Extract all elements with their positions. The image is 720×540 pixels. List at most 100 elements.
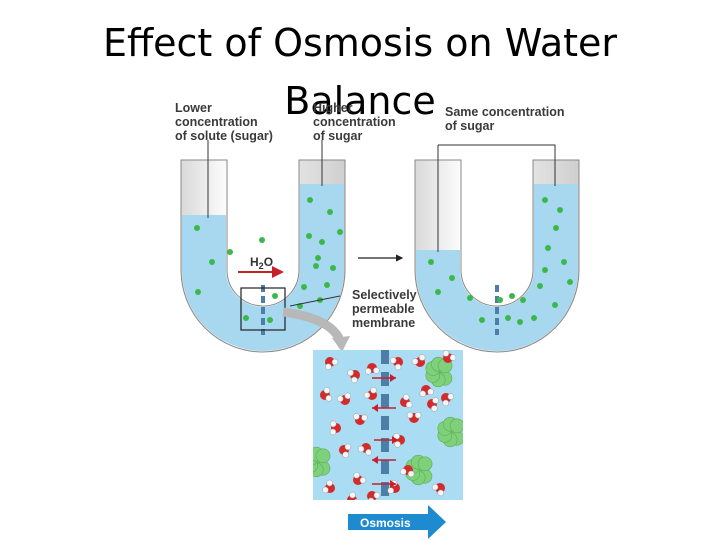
sugar-molecule [306, 233, 312, 239]
water-molecule [363, 386, 377, 400]
label-membrane: Selectively permeable membrane [352, 288, 417, 330]
hydrogen-atom [359, 477, 367, 484]
hydrogen-atom [407, 470, 415, 478]
water-molecule [353, 413, 368, 425]
hydrogen-atom [363, 391, 371, 399]
zoom-curve-head [332, 336, 350, 352]
sugar-molecule [267, 317, 273, 323]
hydrogen-atom [419, 390, 426, 398]
sugar-molecule [537, 283, 543, 289]
hydrogen-atom [344, 392, 352, 400]
hydrogen-atom [344, 443, 352, 451]
water-molecule [390, 357, 403, 371]
hydrogen-atom [351, 376, 358, 384]
water-molecule [427, 397, 439, 412]
hydrogen-atom [342, 451, 349, 458]
left-sugar-molecules [194, 197, 343, 323]
water-molecule [357, 443, 372, 456]
water-molecule [353, 471, 367, 485]
water-molecule [347, 369, 360, 384]
sugar-molecule [567, 279, 573, 285]
label-same-concentration: Same concentration of sugar [445, 105, 565, 133]
water-molecule [325, 357, 339, 370]
water-molecule [336, 392, 352, 405]
hydrogen-atom [390, 357, 397, 364]
water-molecule [441, 393, 455, 407]
hydrogen-atom [370, 386, 377, 394]
hydrogen-atom [414, 411, 422, 419]
left-tube-water [182, 184, 344, 351]
hydrogen-atom [431, 483, 439, 491]
hydrogen-atom [405, 401, 413, 408]
membrane-pointer-line [289, 295, 341, 307]
water-molecule [320, 387, 333, 402]
hydrogen-atom [394, 441, 401, 448]
hydrogen-atom [353, 413, 360, 420]
flow-arrow-head [392, 436, 398, 444]
sugar-molecule [195, 289, 201, 295]
right-u-tube [414, 144, 580, 353]
hydrogen-atom [336, 395, 344, 402]
flow-arrow-head [372, 404, 378, 412]
water-molecule [339, 443, 352, 458]
osmosis-label: Osmosis [360, 516, 411, 530]
sugar-molecule [194, 225, 200, 231]
water-molecule [400, 393, 413, 408]
sugar-molecule [319, 239, 325, 245]
sugar-cluster-atom [417, 456, 433, 472]
hydrogen-atom [367, 497, 375, 500]
sugar-molecule [327, 209, 333, 215]
hydrogen-atom [373, 492, 381, 499]
label-lower-concentration: Lower concentration of solute (sugar) [175, 101, 273, 143]
same-pointer-right [438, 144, 556, 186]
hydrogen-atom [449, 354, 457, 361]
right-sugar-molecules [428, 197, 573, 325]
sugar-molecule [542, 197, 548, 203]
hydrogen-atom [402, 393, 410, 401]
water-molecule [431, 483, 445, 497]
sugar-molecule [557, 207, 563, 213]
h2o-label: H2O [250, 255, 273, 271]
water-molecule [411, 354, 426, 367]
water-molecule [364, 363, 380, 375]
sugar-molecule [517, 319, 523, 325]
right-tube-water [416, 184, 578, 351]
sugar-molecule [509, 293, 515, 299]
hydrogen-atom [406, 411, 414, 419]
hydrogen-atom [331, 358, 339, 366]
flow-arrow-head [390, 480, 396, 488]
sugar-molecule [449, 275, 455, 281]
water-molecules [320, 350, 457, 500]
hydrogen-atom [361, 414, 368, 422]
hydrogen-atom [437, 489, 445, 497]
sugar-molecule [307, 197, 313, 203]
sugar-molecule [313, 263, 319, 269]
water-molecule [442, 350, 457, 363]
hydrogen-atom [442, 399, 450, 407]
slide-title: Effect of Osmosis on Water Balance [0, 14, 720, 130]
sugar-molecule [209, 259, 215, 265]
sugar-molecule [545, 245, 551, 251]
sugar-molecule [243, 315, 249, 321]
hydrogen-atom [325, 363, 332, 370]
water-molecule [406, 411, 422, 423]
hydrogen-atom [322, 486, 329, 494]
hydrogen-atom [447, 393, 455, 400]
hydrogen-atom [347, 369, 354, 377]
water-molecule [400, 465, 415, 478]
sugar-molecule [272, 293, 278, 299]
sugar-molecule [301, 284, 307, 290]
hydrogen-atom [357, 445, 365, 453]
hydrogen-atom [364, 368, 372, 375]
sugar-molecule [505, 315, 511, 321]
hydrogen-atom [353, 471, 360, 479]
water-molecule [419, 385, 434, 398]
sugar-molecule [542, 267, 548, 273]
hydrogen-atom [431, 405, 438, 412]
hydrogen-atom [387, 487, 394, 494]
label-higher-concentration: Higher concentration of sugar [313, 101, 396, 143]
sugar-molecule [467, 295, 473, 301]
sugar-molecule [330, 265, 336, 271]
water-molecule [329, 420, 341, 436]
hydrogen-atom [394, 363, 402, 371]
